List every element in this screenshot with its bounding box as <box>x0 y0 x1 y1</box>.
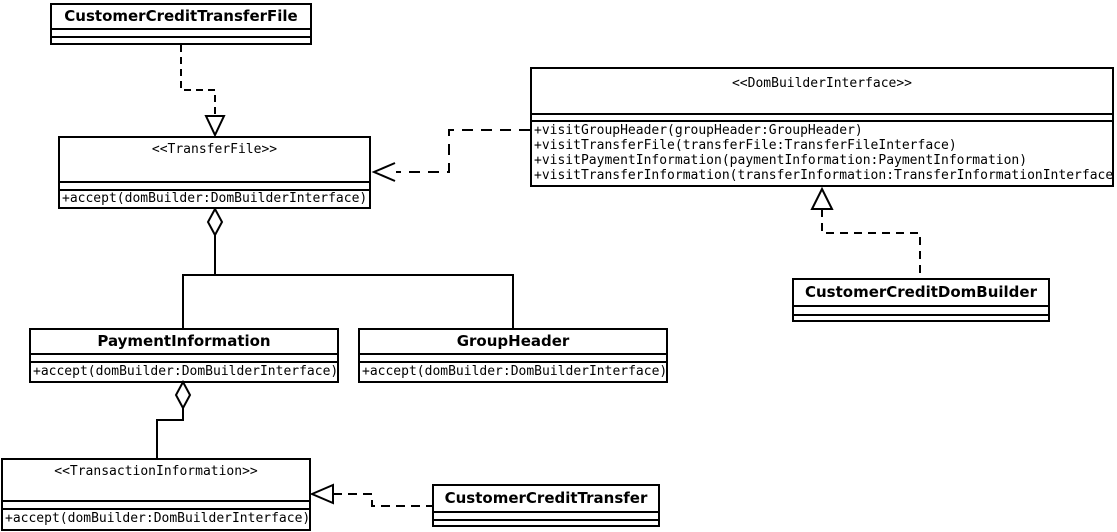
attributes-compartment <box>532 113 1112 120</box>
methods-compartment: +accept(domBuilder:DomBuilderInterface) <box>31 361 337 381</box>
dashed-line <box>821 209 921 278</box>
interface-title: <<TransactionInformation>> <box>54 464 258 479</box>
hollow-diamond-icon <box>206 206 224 238</box>
class-box-customer-credit-dom-builder: CustomerCreditDomBuilder <box>792 278 1050 322</box>
dashed-line <box>396 129 530 173</box>
attributes-compartment <box>360 353 666 361</box>
interface-title: <<DomBuilderInterface>> <box>731 76 912 91</box>
interface-box-transfer-file: <<TransferFile>> +accept(domBuilder:DomB… <box>58 136 371 209</box>
method-accept: +accept(domBuilder:DomBuilderInterface) <box>362 364 666 379</box>
methods-compartment: +accept(domBuilder:DomBuilderInterface) <box>60 189 369 207</box>
open-arrow-left-icon <box>371 162 396 182</box>
hollow-triangle-left-icon <box>309 483 334 505</box>
methods-compartment <box>794 314 1048 320</box>
methods-compartment: +accept(domBuilder:DomBuilderInterface) <box>3 508 309 529</box>
solid-line <box>156 408 184 458</box>
class-title: CustomerCreditDomBuilder <box>804 283 1037 301</box>
solid-line <box>182 274 514 328</box>
realization-ccdombuilder-to-dombuilderinterface <box>810 186 921 278</box>
realization-cctransfer-to-transactioninformation <box>309 483 432 507</box>
dashed-line <box>180 45 216 116</box>
hollow-triangle-down-icon <box>204 115 226 138</box>
methods-compartment <box>434 519 658 525</box>
class-box-group-header: GroupHeader +accept(domBuilder:DomBuilde… <box>358 328 668 383</box>
method-visit-transfer-information: +visitTransferInformation(transferInform… <box>534 168 1112 183</box>
interface-title: <<TransferFile>> <box>151 142 278 157</box>
method-accept: +accept(domBuilder:DomBuilderInterface) <box>33 364 337 379</box>
dependency-dombuilderinterface-to-transferfile <box>371 129 530 182</box>
attributes-compartment <box>794 305 1048 314</box>
hollow-diamond-icon <box>174 379 192 411</box>
interface-box-dom-builder-interface: <<DomBuilderInterface>> +visitGroupHeade… <box>530 67 1114 187</box>
attributes-compartment <box>434 511 658 519</box>
class-title: GroupHeader <box>456 332 570 350</box>
class-title: CustomerCreditTransfer <box>444 489 648 507</box>
dashed-line <box>333 493 432 507</box>
method-accept: +accept(domBuilder:DomBuilderInterface) <box>62 191 368 206</box>
aggregation-transferfile-to-children <box>182 206 514 328</box>
interface-box-transaction-information: <<TransactionInformation>> +accept(domBu… <box>1 458 311 531</box>
class-title: PaymentInformation <box>97 332 271 350</box>
class-box-payment-information: PaymentInformation +accept(domBuilder:Do… <box>29 328 339 383</box>
aggregation-paymentinformation-to-transactioninformation <box>156 379 192 458</box>
methods-compartment: +visitGroupHeader(groupHeader:GroupHeade… <box>532 120 1112 185</box>
methods-compartment <box>52 36 310 43</box>
method-accept: +accept(domBuilder:DomBuilderInterface) <box>5 511 309 526</box>
methods-compartment: +accept(domBuilder:DomBuilderInterface) <box>360 361 666 381</box>
class-box-customer-credit-transfer-file: CustomerCreditTransferFile <box>50 3 312 45</box>
method-visit-transfer-file: +visitTransferFile(transferFile:Transfer… <box>534 138 957 153</box>
attributes-compartment <box>60 181 369 189</box>
class-title: CustomerCreditTransferFile <box>64 7 298 25</box>
attributes-compartment <box>52 28 310 36</box>
hollow-triangle-up-icon <box>810 186 834 210</box>
realization-cctransferfile-to-transferfile <box>180 45 226 138</box>
method-visit-payment-information: +visitPaymentInformation(paymentInformat… <box>534 153 1028 168</box>
method-visit-group-header: +visitGroupHeader(groupHeader:GroupHeade… <box>534 123 863 138</box>
attributes-compartment <box>3 500 309 508</box>
attributes-compartment <box>31 353 337 361</box>
class-box-customer-credit-transfer: CustomerCreditTransfer <box>432 484 660 527</box>
